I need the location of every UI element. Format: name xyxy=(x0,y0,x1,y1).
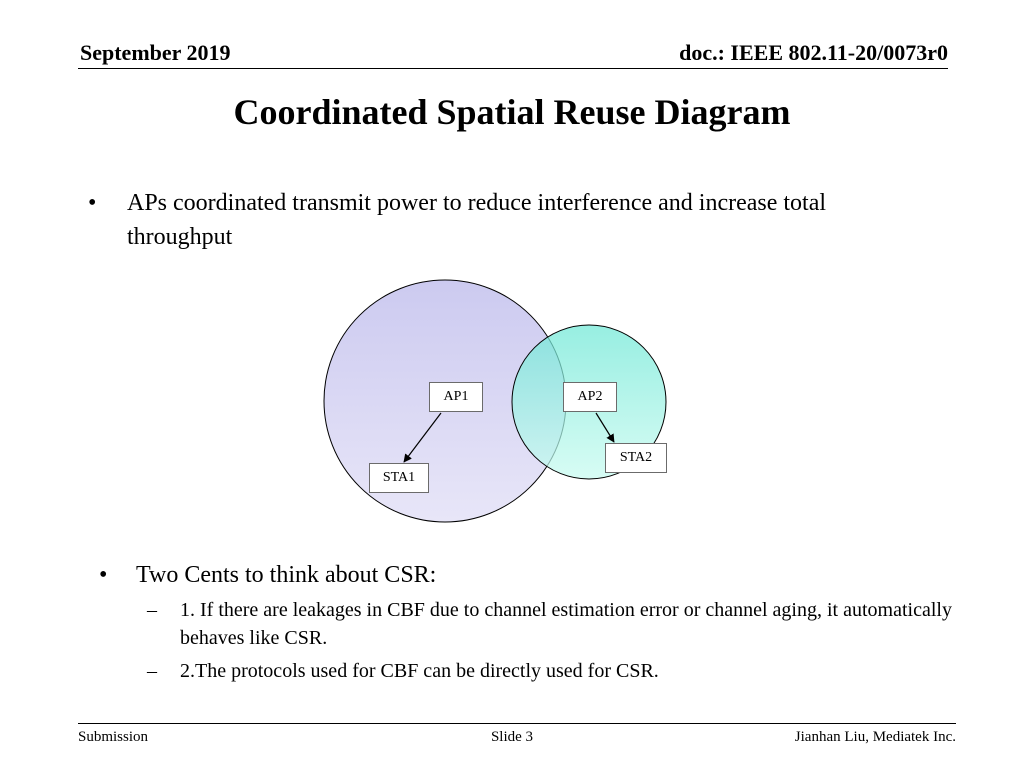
header-divider xyxy=(78,68,948,69)
bullet-text-aps: APs coordinated transmit power to reduce… xyxy=(127,190,827,250)
footer-submission: Submission xyxy=(78,729,149,745)
footer-divider xyxy=(78,723,956,724)
header-doc-id: doc.: IEEE 802.11-20/0073r0 xyxy=(679,40,948,65)
bullet-marker: • xyxy=(99,562,108,588)
header-date: September 2019 xyxy=(80,40,231,65)
ap1-node: AP1 xyxy=(429,382,483,412)
sub-bullet-protocols: 2.The protocols used for CBF can be dire… xyxy=(180,660,659,682)
footer-slide-number: Slide 3 xyxy=(490,729,534,745)
slide-title: Coordinated Spatial Reuse Diagram xyxy=(233,92,791,132)
ap2-to-sta2-arrow xyxy=(595,412,615,443)
ap1-to-sta1-arrow xyxy=(403,412,442,463)
bullet-text-two-cents: Two Cents to think about CSR: xyxy=(136,562,437,588)
bullet-marker: • xyxy=(88,190,97,216)
footer-author: Jianhan Liu, Mediatek Inc. xyxy=(794,729,956,745)
ap2-node: AP2 xyxy=(563,382,617,412)
sub-bullet-marker: – xyxy=(147,660,157,682)
sta2-node: STA2 xyxy=(605,443,667,473)
sta1-node: STA1 xyxy=(369,463,429,493)
sub-bullet-leakages: 1. If there are leakages in CBF due to c… xyxy=(180,599,952,649)
sub-bullet-marker: – xyxy=(147,599,157,621)
